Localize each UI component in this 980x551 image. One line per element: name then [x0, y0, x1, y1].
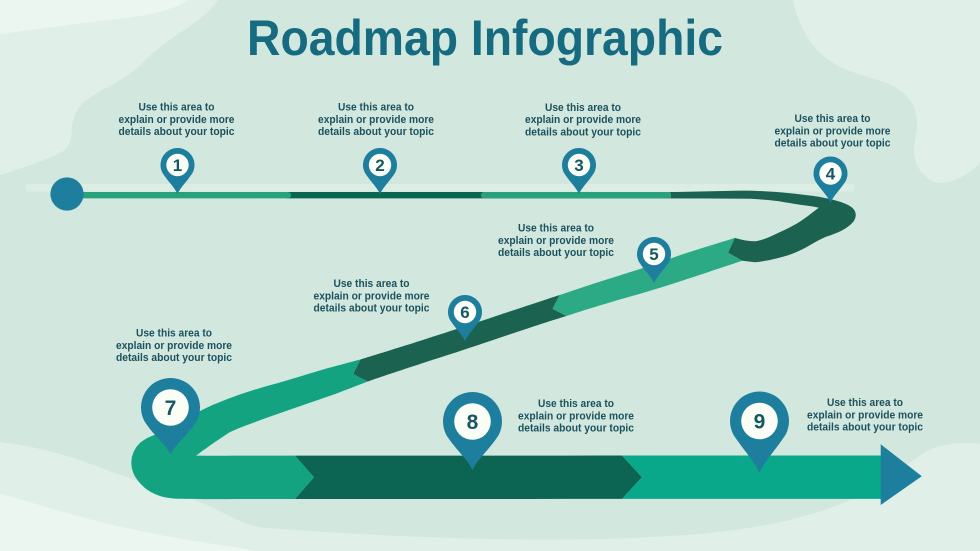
svg-text:Use this area to: Use this area to: [795, 113, 871, 125]
svg-text:details about your topic: details about your topic: [314, 303, 430, 315]
svg-text:explain or provide more: explain or provide more: [518, 410, 634, 422]
svg-text:4: 4: [826, 165, 836, 184]
svg-text:explain or provide more: explain or provide more: [498, 235, 614, 247]
svg-text:explain or provide more: explain or provide more: [119, 114, 235, 126]
svg-text:details about your topic: details about your topic: [807, 422, 923, 434]
svg-text:8: 8: [467, 411, 479, 434]
svg-text:Use this area to: Use this area to: [518, 223, 594, 235]
svg-text:details about your topic: details about your topic: [498, 247, 614, 259]
svg-text:6: 6: [460, 303, 469, 322]
svg-text:3: 3: [574, 156, 583, 175]
svg-text:7: 7: [165, 397, 177, 420]
svg-text:Use this area to: Use this area to: [538, 398, 614, 410]
svg-text:Use this area to: Use this area to: [139, 102, 215, 114]
svg-text:explain or provide more: explain or provide more: [775, 125, 891, 137]
svg-text:2: 2: [375, 156, 384, 175]
svg-text:explain or provide more: explain or provide more: [314, 290, 430, 302]
svg-text:details about your topic: details about your topic: [518, 423, 634, 435]
svg-text:Use this area to: Use this area to: [136, 328, 212, 340]
svg-text:1: 1: [173, 156, 182, 175]
svg-text:details about your topic: details about your topic: [775, 138, 891, 150]
svg-text:explain or provide more: explain or provide more: [318, 114, 434, 126]
svg-text:details about your topic: details about your topic: [116, 352, 232, 364]
svg-text:Use this area to: Use this area to: [338, 102, 414, 114]
svg-text:explain or provide more: explain or provide more: [116, 340, 232, 352]
svg-text:9: 9: [754, 411, 766, 434]
svg-text:5: 5: [649, 245, 658, 264]
svg-text:Use this area to: Use this area to: [334, 278, 410, 290]
svg-text:Use this area to: Use this area to: [545, 102, 621, 114]
svg-text:details about your topic: details about your topic: [525, 126, 641, 138]
svg-text:explain or provide more: explain or provide more: [807, 409, 923, 421]
svg-text:Roadmap Infographic: Roadmap Infographic: [247, 10, 723, 66]
svg-text:details about your topic: details about your topic: [119, 126, 235, 138]
svg-text:Use this area to: Use this area to: [827, 397, 903, 409]
svg-text:details about your topic: details about your topic: [318, 126, 434, 138]
svg-text:explain or provide more: explain or provide more: [525, 114, 641, 126]
